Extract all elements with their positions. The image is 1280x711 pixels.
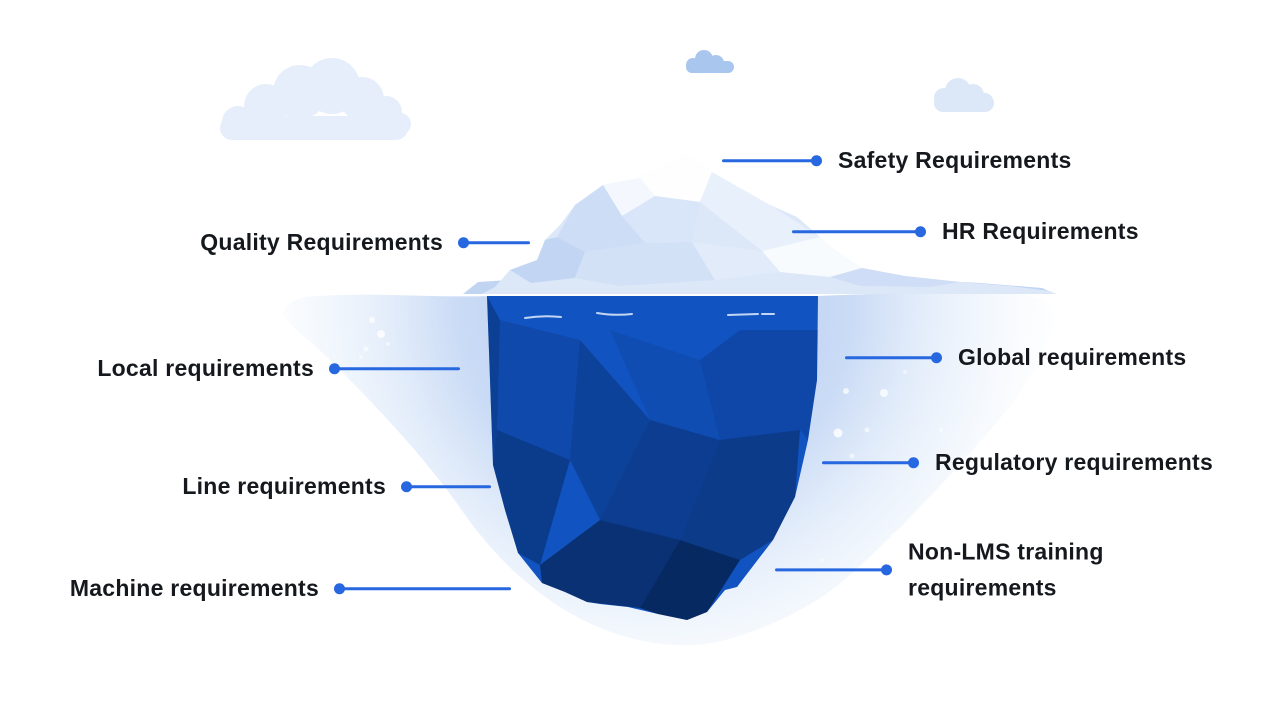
connector-line xyxy=(845,356,933,360)
bubble xyxy=(849,453,855,459)
cloud-right-icon xyxy=(934,78,994,112)
connector-line xyxy=(338,367,460,371)
label-text: Safety Requirements xyxy=(838,147,1072,174)
bubble xyxy=(939,428,943,432)
connector-dot xyxy=(334,583,345,595)
facet xyxy=(603,178,655,216)
facet xyxy=(680,430,800,560)
waterline-wave-strokes xyxy=(524,312,775,319)
label-text: Quality Requirements xyxy=(200,229,443,256)
label-line-requirements: Line requirements xyxy=(182,473,491,501)
connector-line xyxy=(822,461,910,465)
iceberg-above-water xyxy=(463,155,1056,294)
facet xyxy=(762,237,862,277)
label-text: Regulatory requirements xyxy=(935,449,1213,476)
label-local-requirements: Local requirements xyxy=(97,355,460,383)
label-text: Line requirements xyxy=(182,473,386,500)
connector-line xyxy=(467,241,530,245)
connector-line xyxy=(722,159,813,163)
iceberg-underwater-body xyxy=(487,296,818,620)
bubble xyxy=(903,370,907,374)
connector-dot xyxy=(458,237,469,249)
bubble xyxy=(864,427,870,433)
wave-stroke xyxy=(727,313,775,316)
label-text: Non-LMS training requirements xyxy=(908,538,1104,600)
bubbles xyxy=(359,317,961,562)
facet xyxy=(622,196,700,243)
facet xyxy=(830,268,960,287)
facet xyxy=(600,420,720,540)
facet xyxy=(640,540,740,620)
bubble xyxy=(386,342,390,346)
connector-line xyxy=(343,587,511,591)
connector-dot xyxy=(401,481,412,493)
label-machine-requirements: Machine requirements xyxy=(70,575,511,603)
facet xyxy=(540,520,680,608)
facet xyxy=(610,330,720,440)
facet xyxy=(700,330,818,440)
bubble xyxy=(955,465,961,471)
facet xyxy=(570,340,650,520)
label-text: Machine requirements xyxy=(69,575,319,602)
connector-dot xyxy=(931,352,942,364)
bubble xyxy=(890,533,896,539)
facet xyxy=(692,242,780,280)
label-hr-requirements: HR Requirements xyxy=(792,218,1139,246)
bubble xyxy=(377,330,385,338)
wave-stroke xyxy=(596,312,633,316)
bubble xyxy=(369,317,375,323)
connector-line xyxy=(775,568,883,572)
wave-stroke xyxy=(524,315,562,319)
connector-dot xyxy=(908,457,919,469)
label-regulatory-requirements: Regulatory requirements xyxy=(822,449,1213,477)
label-text: Local requirements xyxy=(97,355,314,382)
label-non-lms-training-requirements: Non-LMS training requirements xyxy=(775,534,1148,605)
bubble xyxy=(820,558,824,562)
label-global-requirements: Global requirements xyxy=(845,344,1186,372)
bubble xyxy=(880,389,888,397)
cloud-large-icon xyxy=(220,58,411,140)
connector-dot xyxy=(915,226,926,238)
iceberg-underwater-facets xyxy=(487,296,818,620)
connector-dot xyxy=(881,564,892,576)
bubble xyxy=(843,388,849,394)
facet xyxy=(575,242,715,286)
connector-line xyxy=(792,230,917,234)
facet xyxy=(493,430,570,565)
connector-dot xyxy=(329,363,340,375)
bubble xyxy=(833,428,843,438)
facet xyxy=(700,172,820,251)
label-text: Global requirements xyxy=(958,344,1187,371)
facet xyxy=(510,237,585,283)
iceberg-above-facets xyxy=(510,155,960,287)
cloud-small-icon xyxy=(686,50,734,73)
connector-line xyxy=(410,485,491,489)
label-quality-requirements: Quality Requirements xyxy=(200,229,530,257)
facet xyxy=(497,320,580,460)
bubble xyxy=(363,346,369,352)
label-safety-requirements: Safety Requirements xyxy=(722,147,1072,175)
facet xyxy=(487,296,500,465)
facet xyxy=(640,155,712,202)
bubble xyxy=(359,355,363,359)
connector-dot xyxy=(811,155,822,167)
label-text: HR Requirements xyxy=(942,218,1139,245)
facet xyxy=(557,185,645,252)
iceberg-underwater xyxy=(487,296,818,620)
